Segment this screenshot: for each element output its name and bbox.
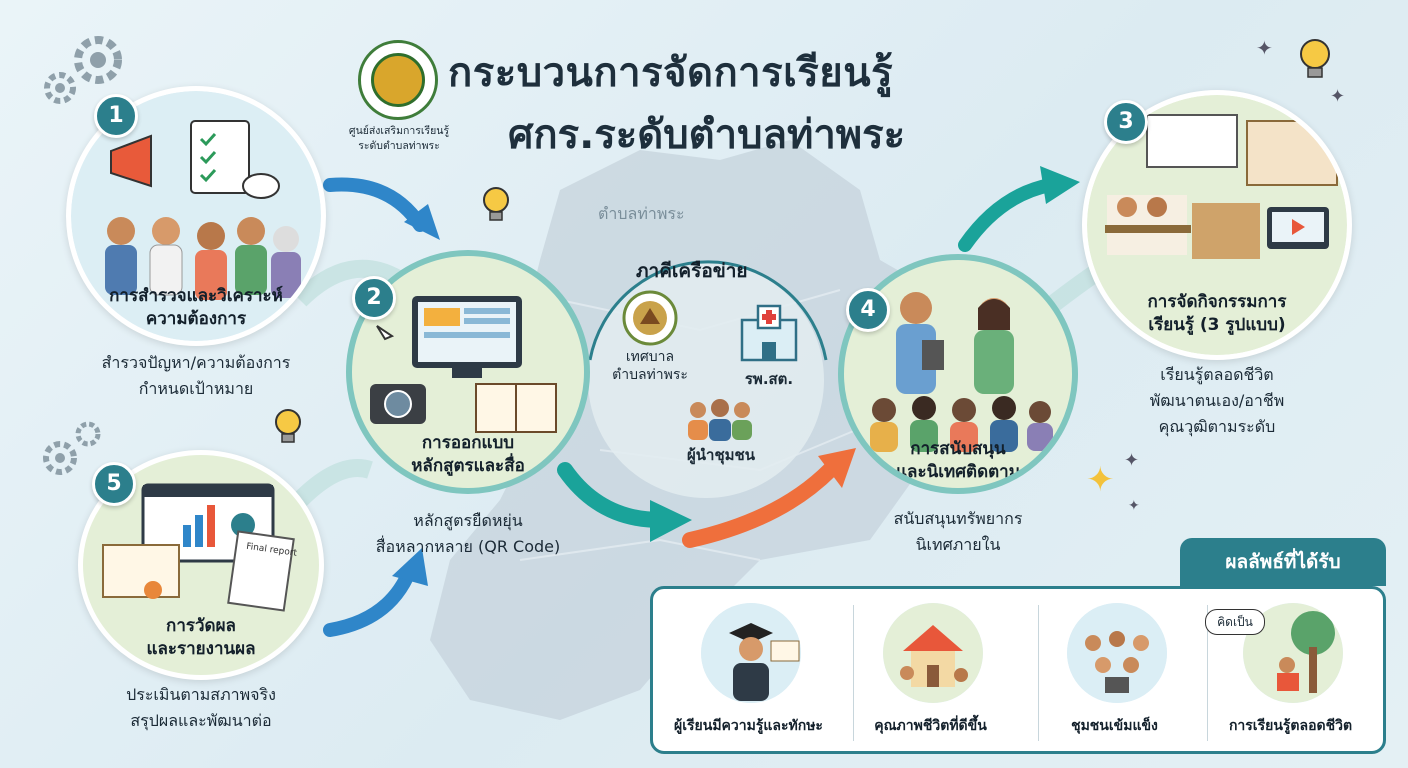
municipality-seal-icon xyxy=(622,290,678,346)
sparkle-icon: ✦ xyxy=(1124,450,1140,471)
step-4-desc-line1: สนับสนุนทรัพยากร xyxy=(893,509,1023,528)
logo-caption: ศูนย์ส่งเสริมการเรียนรู้ ระดับตำบลท่าพระ xyxy=(326,124,472,154)
step-4-description: สนับสนุนทรัพยากร นิเทศภายใน xyxy=(838,506,1078,558)
step-3-title-line1: การจัดกิจกรรมการ xyxy=(1147,292,1287,312)
lightbulb-icon xyxy=(483,187,509,221)
step-1-desc-line2: กำหนดเป้าหมาย xyxy=(138,379,254,398)
step-4-number-badge: 4 xyxy=(846,288,890,332)
step-5-title-line1: การวัดผล xyxy=(166,616,236,636)
arrow-1-to-2 xyxy=(323,177,427,232)
step-4-title: การสนับสนุน และนิเทศติดตาม xyxy=(844,438,1072,484)
step-2-description: หลักสูตรยืดหยุ่น สื่อหลากหลาย (QR Code) xyxy=(346,508,590,560)
step-3-node: การจัดกิจกรรมการ เรียนรู้ (3 รูปแบบ) xyxy=(1082,90,1352,360)
connector-band-5-2 xyxy=(293,459,373,507)
step-1-desc-line1: สำรวจปัญหา/ความต้องการ xyxy=(101,353,291,372)
logo-caption-line2: ระดับตำบลท่าพระ xyxy=(358,140,440,152)
step-2-illustration xyxy=(370,296,557,433)
arrow-5-to-2-head xyxy=(392,548,428,586)
step-4-illustration xyxy=(870,292,1053,452)
result-caption-quality-of-life: คุณภาพชีวิตที่ดีขึ้น xyxy=(874,718,987,734)
network-hospital: รพ.สต. xyxy=(744,370,794,388)
arrow-into-4 xyxy=(682,462,838,548)
sparkle-icon: ✦ xyxy=(1128,498,1140,514)
step-1-title-line2: ความต้องการ xyxy=(145,309,247,329)
step-1-title-line1: การสำรวจและวิเคราะห์ xyxy=(109,286,283,306)
step-2-number-badge: 2 xyxy=(352,276,396,320)
results-tab: ผลลัพธ์ที่ได้รับ xyxy=(1180,538,1386,586)
thought-bubble: คิดเป็น xyxy=(1205,609,1265,635)
municipality-line2: ตำบลท่าพระ xyxy=(612,367,688,383)
step-3-title-line2: เรียนรู้ (3 รูปแบบ) xyxy=(1148,315,1286,335)
map-label: ตำบลท่าพระ xyxy=(598,204,685,223)
arrow-1-to-2-head xyxy=(404,204,440,240)
step-5-title: การวัดผล และรายงานผล xyxy=(83,615,319,661)
lightbulb-icon xyxy=(275,409,301,443)
results-divider xyxy=(853,605,854,741)
step-4-desc-line2: นิเทศภายใน xyxy=(915,535,1001,554)
step-3-illustration xyxy=(1087,95,1347,355)
result-caption-knowledge: ผู้เรียนมีความรู้และทักษะ xyxy=(674,718,823,734)
lightbulb-icon xyxy=(1300,39,1330,78)
gear-icon xyxy=(44,36,122,104)
step-2-title-line2: หลักสูตรและสื่อ xyxy=(411,456,525,476)
step-5-number-badge: 5 xyxy=(92,462,136,506)
step-3-desc-line1: เรียนรู้ตลอดชีวิต xyxy=(1160,365,1274,384)
arrow-2-to-4 xyxy=(557,462,668,528)
result-caption-strong-community: ชุมชนเข้มแข็ง xyxy=(1071,718,1158,734)
results-divider xyxy=(1207,605,1208,741)
step-1-illustration xyxy=(71,91,321,341)
gear-icon xyxy=(43,421,101,475)
community-group-icon xyxy=(1067,603,1167,703)
step-4-title-line1: การสนับสนุน xyxy=(910,439,1006,459)
result-item-quality-of-life: คุณภาพชีวิตที่ดีขึ้น xyxy=(843,603,1018,743)
network-ring-arc xyxy=(588,260,828,361)
community-leaders-icon xyxy=(688,399,752,441)
network-municipality: เทศบาล ตำบลท่าพระ xyxy=(600,348,700,384)
connector-band-1-2 xyxy=(293,259,405,307)
arrow-4-to-3 xyxy=(958,178,1057,252)
hospital-icon xyxy=(740,304,798,362)
step-3-desc-line2: พัฒนาตนเอง/อาชีพ xyxy=(1149,391,1285,410)
step-2-desc-line2: สื่อหลากหลาย (QR Code) xyxy=(375,537,561,556)
arrow-2-to-4-head xyxy=(650,500,692,542)
step-3-number-badge: 3 xyxy=(1104,100,1148,144)
page-subtitle: ศกร.ระดับตำบลท่าพระ xyxy=(508,112,906,158)
results-panel: ผู้เรียนมีความรู้และทักษะ คุณภาพชีวิตที่… xyxy=(650,586,1386,754)
arrow-5-to-2 xyxy=(323,563,417,637)
result-caption-lifelong-learning: การเรียนรู้ตลอดชีวิต xyxy=(1228,718,1353,734)
result-item-lifelong-learning: คิดเป็น การเรียนรู้ตลอดชีวิต xyxy=(1203,603,1378,743)
step-4-title-line2: และนิเทศติดตาม xyxy=(896,462,1020,482)
step-1-description: สำรวจปัญหา/ความต้องการ กำหนดเป้าหมาย xyxy=(66,350,326,402)
step-2-title-line1: การออกแบบ xyxy=(421,433,515,453)
step-3-desc-line3: คุณวุฒิตามระดับ xyxy=(1158,417,1276,436)
logo-caption-line1: ศูนย์ส่งเสริมการเรียนรู้ xyxy=(348,125,450,137)
network-title: ภาคีเครือข่าย xyxy=(636,260,748,282)
sparkle-icon: ✦ xyxy=(1256,36,1273,60)
step-3-title: การจัดกิจกรรมการ เรียนรู้ (3 รูปแบบ) xyxy=(1087,291,1347,337)
sparkle-icon: ✦ xyxy=(1086,460,1115,500)
step-1-node: การสำรวจและวิเคราะห์ ความต้องการ xyxy=(66,86,326,346)
step-2-desc-line1: หลักสูตรยืดหยุ่น xyxy=(413,511,523,530)
step-5-desc-line2: สรุปผลและพัฒนาต่อ xyxy=(130,711,272,730)
step-1-number-badge: 1 xyxy=(94,94,138,138)
arrow-4-to-3-head xyxy=(1040,166,1080,204)
step-2-title: การออกแบบ หลักสูตรและสื่อ xyxy=(352,432,584,478)
sparkle-icon: ✦ xyxy=(1330,86,1346,107)
step-1-title: การสำรวจและวิเคราะห์ ความต้องการ xyxy=(71,285,321,331)
municipality-line1: เทศบาล xyxy=(625,349,675,365)
house-family-icon xyxy=(883,603,983,703)
network-community-leaders: ผู้นำชุมชน xyxy=(687,446,755,464)
step-3-description: เรียนรู้ตลอดชีวิต พัฒนาตนเอง/อาชีพ คุณวุ… xyxy=(1082,362,1352,440)
arrow-into-4-head xyxy=(818,448,856,488)
results-divider xyxy=(1038,605,1039,741)
result-item-knowledge: ผู้เรียนมีความรู้และทักษะ xyxy=(661,603,836,743)
page-title: กระบวนการจัดการเรียนรู้ xyxy=(448,50,894,96)
center-logo xyxy=(358,40,438,120)
step-5-title-line2: และรายงานผล xyxy=(146,639,256,659)
step-5-illustration: Final report xyxy=(102,483,298,612)
step-5-desc-line1: ประเมินตามสภาพจริง xyxy=(126,685,276,704)
graduate-icon xyxy=(701,603,801,703)
result-item-strong-community: ชุมชนเข้มแข็ง xyxy=(1027,603,1202,743)
step-5-description: ประเมินตามสภาพจริง สรุปผลและพัฒนาต่อ xyxy=(78,682,324,734)
